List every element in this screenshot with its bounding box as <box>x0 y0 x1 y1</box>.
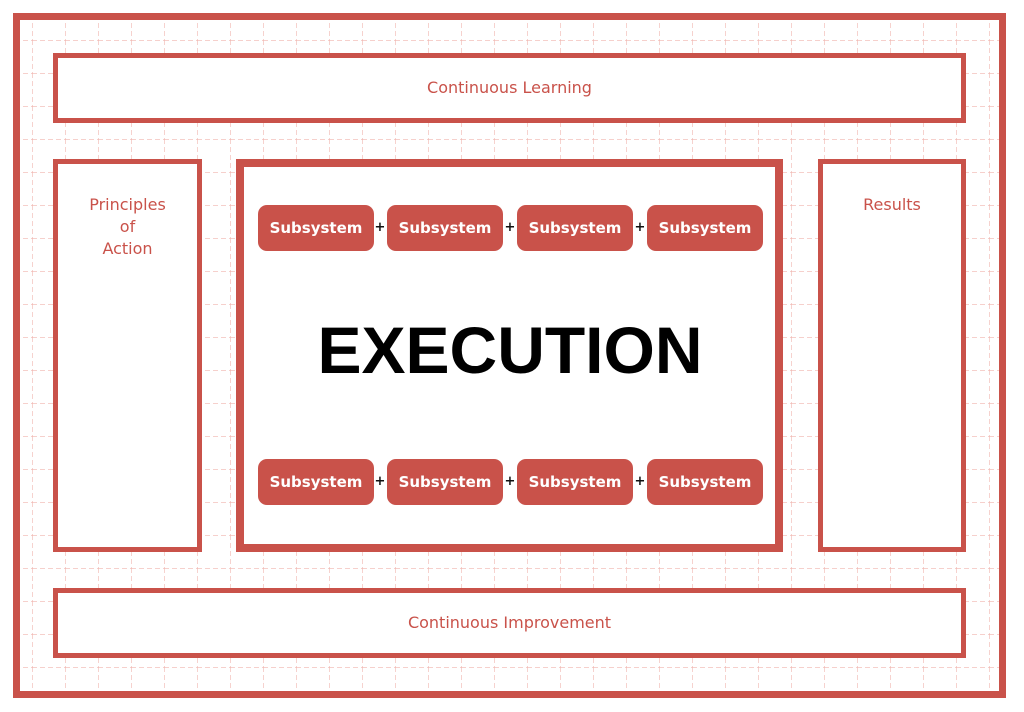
execution-title: EXECUTION <box>317 313 703 387</box>
principles-line-2: of <box>119 217 136 236</box>
plus-connector: + <box>504 220 516 235</box>
subsystem-top-1: Subsystem <box>258 205 374 251</box>
outer-frame <box>13 13 1006 698</box>
subsystem-bottom-4: Subsystem <box>647 459 763 505</box>
plus-connector: + <box>634 474 646 489</box>
plus-connector: + <box>374 474 386 489</box>
principles-line-1: Principles <box>89 195 166 214</box>
subsystem-bottom-3: Subsystem <box>517 459 633 505</box>
principles-panel: Principles of Action <box>53 159 202 552</box>
continuous-learning-bar: Continuous Learning <box>53 53 966 123</box>
subsystem-bottom-1: Subsystem <box>258 459 374 505</box>
continuous-improvement-label: Continuous Improvement <box>407 613 612 632</box>
subsystem-top-4: Subsystem <box>647 205 763 251</box>
results-label: Results <box>863 195 921 214</box>
subsystem-bottom-2: Subsystem <box>387 459 503 505</box>
plus-connector: + <box>374 220 386 235</box>
plus-connector: + <box>634 220 646 235</box>
subsystem-top-3: Subsystem <box>517 205 633 251</box>
results-panel: Results <box>818 159 966 552</box>
subsystem-top-2: Subsystem <box>387 205 503 251</box>
continuous-learning-label: Continuous Learning <box>427 78 592 97</box>
plus-connector: + <box>504 474 516 489</box>
continuous-improvement-bar: Continuous Improvement <box>53 588 966 658</box>
principles-line-3: Action <box>102 239 153 258</box>
